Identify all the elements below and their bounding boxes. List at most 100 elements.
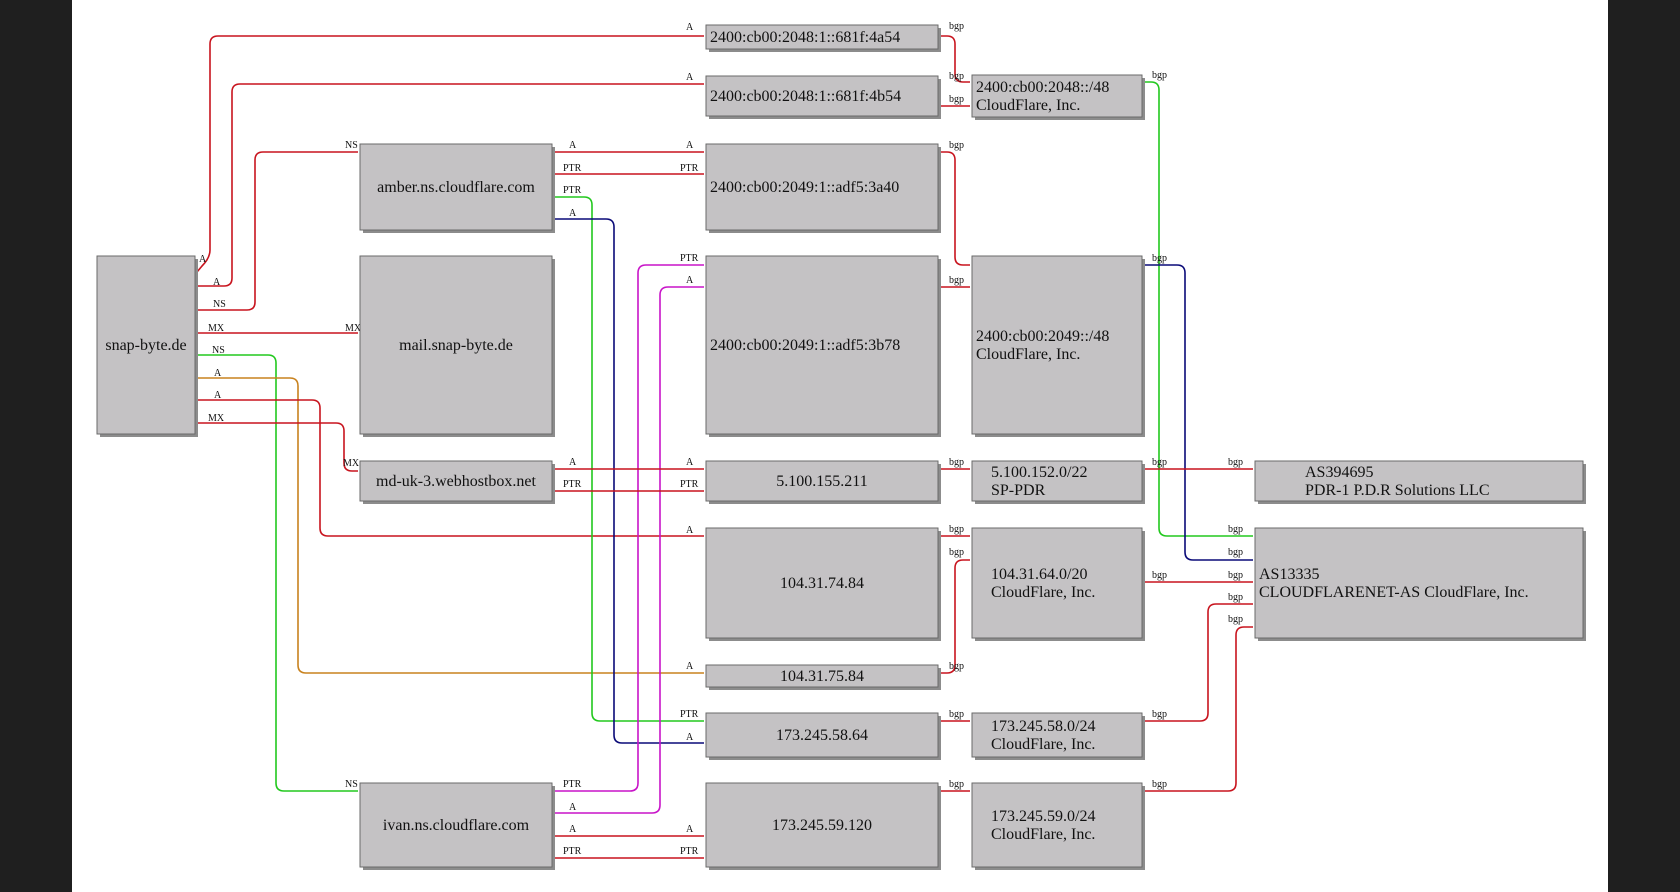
node-label: 2400:cb00:2048::/48 xyxy=(976,79,1109,96)
edge-label: MX xyxy=(208,323,225,334)
edge-label: A xyxy=(686,72,694,83)
edge-label: NS xyxy=(345,140,358,151)
node-label: 173.245.59.0/24 xyxy=(991,808,1095,825)
node-box xyxy=(1254,460,1584,502)
edge-label: NS xyxy=(212,345,225,356)
node-snap[interactable]: snap-byte.de xyxy=(96,255,198,437)
node-mduk[interactable]: md-uk-3.webhostbox.net xyxy=(359,460,555,504)
node-ip7484[interactable]: 104.31.74.84 xyxy=(705,527,941,641)
edge-label: bgp xyxy=(1152,570,1167,581)
edge-label: PTR xyxy=(563,479,582,490)
edge-label: bgp xyxy=(1152,70,1167,81)
edge-label: A xyxy=(569,140,577,151)
node-ip7584[interactable]: 104.31.75.84 xyxy=(705,664,941,690)
node-box xyxy=(705,460,939,502)
edge-label: A xyxy=(214,390,222,401)
node-box xyxy=(971,712,1143,758)
edge-label: bgp xyxy=(1228,570,1243,581)
edge-line xyxy=(1144,603,1253,722)
node-mail[interactable]: mail.snap-byte.de xyxy=(359,255,555,437)
node-ip59120[interactable]: 173.245.59.120 xyxy=(705,782,941,870)
node-ip6b78[interactable]: 2400:cb00:2049:1::adf5:3b78 xyxy=(705,255,941,437)
node-ip6b54[interactable]: 2400:cb00:2048:1::681f:4b54 xyxy=(705,75,941,119)
node-box xyxy=(971,255,1143,435)
node-label: 104.31.75.84 xyxy=(780,668,864,685)
node-label: 104.31.64.0/20 xyxy=(991,566,1087,583)
node-ip5100[interactable]: 5.100.155.211 xyxy=(705,460,941,504)
node-label: PDR-1 P.D.R Solutions LLC xyxy=(1305,482,1489,499)
edge-label: PTR xyxy=(680,253,699,264)
node-box xyxy=(705,527,939,639)
node-ivan[interactable]: ivan.ns.cloudflare.com xyxy=(359,782,555,870)
edge-snap-7584: AA xyxy=(197,368,704,674)
edge-label: A xyxy=(569,457,577,468)
edge-amber-5864-a: AA xyxy=(554,208,704,744)
edge-label: NS xyxy=(213,299,226,310)
edge-label: PTR xyxy=(680,846,699,857)
edge-label: PTR xyxy=(563,779,582,790)
edge-line xyxy=(1144,626,1253,792)
edge-label: PTR xyxy=(680,163,699,174)
edge-label: A xyxy=(569,208,577,219)
node-box xyxy=(705,664,939,688)
edge-label: PTR xyxy=(563,846,582,857)
edge-label: NS xyxy=(345,779,358,790)
edge-label: bgp xyxy=(1228,592,1243,603)
node-box xyxy=(705,255,939,435)
node-label: 5.100.152.0/22 xyxy=(991,464,1087,481)
node-label: CloudFlare, Inc. xyxy=(976,346,1080,363)
edge-label: bgp xyxy=(949,457,964,468)
node-ip6a54[interactable]: 2400:cb00:2048:1::681f:4a54 xyxy=(705,24,941,52)
edge-label: bgp xyxy=(1228,524,1243,535)
edge-a54-pfx: bgp xyxy=(940,21,970,83)
edge-label: bgp xyxy=(949,547,964,558)
edge-line xyxy=(554,286,704,814)
edge-ivan-59120-ptr: PTR PTR xyxy=(554,846,704,859)
node-label: SP-PDR xyxy=(991,482,1046,499)
edge-line xyxy=(554,218,704,744)
edge-label: bgp xyxy=(1228,457,1243,468)
node-amber[interactable]: amber.ns.cloudflare.com xyxy=(359,143,555,233)
edge-label: bgp xyxy=(1152,779,1167,790)
node-label: 173.245.58.64 xyxy=(776,727,868,744)
node-box xyxy=(705,782,939,868)
node-label: amber.ns.cloudflare.com xyxy=(377,179,535,196)
edge-label: bgp xyxy=(1228,547,1243,558)
edge-ivan-b78-a: AA xyxy=(554,275,704,814)
node-label: 104.31.74.84 xyxy=(780,575,864,592)
node-label: 173.245.58.0/24 xyxy=(991,718,1095,735)
edge-label: PTR xyxy=(563,185,582,196)
edge-line xyxy=(197,354,358,792)
edge-label: A xyxy=(686,275,694,286)
node-ip6a40[interactable]: 2400:cb00:2049:1::adf5:3a40 xyxy=(705,143,941,233)
edge-label: bgp xyxy=(949,140,964,151)
node-ip5864[interactable]: 173.245.58.64 xyxy=(705,712,941,760)
node-box xyxy=(971,527,1143,639)
node-label: AS394695 xyxy=(1305,464,1373,481)
node-box xyxy=(971,460,1143,502)
edge-5864-pfx: bgp xyxy=(940,709,970,722)
edge-line xyxy=(940,559,970,674)
edge-line xyxy=(196,35,704,273)
edge-label: A xyxy=(686,140,694,151)
node-box xyxy=(705,712,939,758)
node-box xyxy=(705,24,939,50)
node-label: 2400:cb00:2049::/48 xyxy=(976,328,1109,345)
